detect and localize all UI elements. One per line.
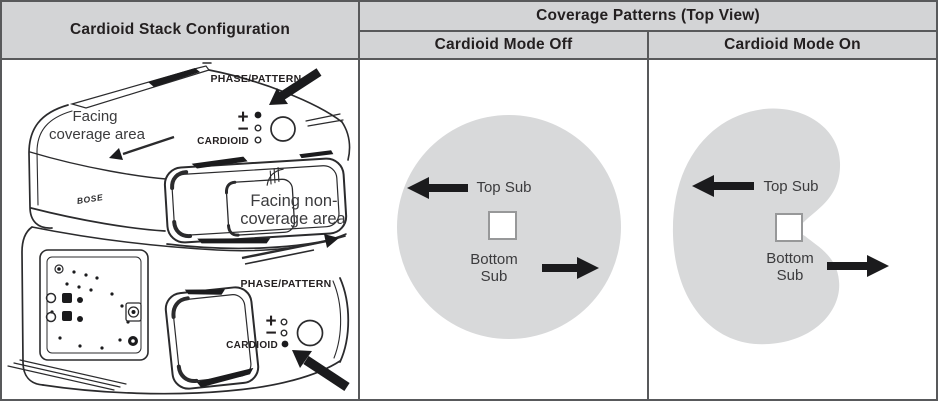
top-sub-direction-arrow-off [407,177,468,199]
facing-coverage-annotation: Facing coverage area [49,108,175,160]
facing-non-coverage-line1: Facing non- [250,192,337,210]
header-stack-label: Cardioid Stack Configuration [69,21,291,38]
facing-non-coverage-arrow [324,234,339,248]
pattern-on-svg: Top Sub Bottom Sub [672,108,889,345]
coverage-pattern-on-diagram: Top Sub Bottom Sub [649,60,936,399]
facing-non-coverage-line2: coverage area [240,210,346,228]
bose-logo: BOSE [76,192,104,206]
stack-configuration-diagram: BOSE [2,60,360,399]
top-subwoofer-drawing: BOSE [28,62,351,244]
header-cardioid-stack-configuration: Cardioid Stack Configuration [2,2,360,60]
header-coverage-label: Coverage Patterns (Top View) [536,7,760,24]
top-led-plus-on [254,111,262,119]
bottom-sub-label-on-line1: Bottom [766,250,814,267]
bottom-plus-label: + [265,311,276,332]
bottom-subwoofer-drawing [7,226,350,395]
facing-coverage-line1: Facing [72,108,117,125]
top-led-cardioid-off [254,136,262,144]
facing-non-coverage-annotation: Facing non- coverage area [240,192,347,265]
top-cardioid-label: CARDIOID [197,136,249,147]
top-minus-label: − [237,119,248,140]
top-plus-label: + [237,107,248,128]
pointer-arrow-bottom-panel [303,356,350,391]
bottom-phase-pattern-label: PHASE/PATTERN [240,278,331,290]
header-mode-off-label: Cardioid Mode Off [434,36,573,53]
stack-position-marker-off [488,211,517,240]
top-sub-label-off: Top Sub [476,179,531,196]
bottom-led-minus-off [280,329,288,337]
stack-diagram-svg: BOSE [7,62,351,395]
bottom-sub-label-off-line2: Sub [481,268,508,285]
bottom-sub-grille-frame [164,286,260,390]
top-sub-direction-arrow-on [692,175,754,197]
top-phase-pattern-label: PHASE/PATTERN [210,73,301,85]
bottom-sub-direction-arrow-off [542,257,599,279]
header-coverage-patterns: Coverage Patterns (Top View) [360,2,936,32]
amp-connector-panel [39,249,149,361]
bottom-sub-label-on-line2: Sub [777,267,804,284]
header-cardioid-mode-off: Cardioid Mode Off [360,32,649,60]
facing-coverage-line2: coverage area [49,126,146,143]
bottom-minus-label: − [265,323,276,344]
pointer-arrow-top-panel [279,68,322,100]
pattern-off-svg: Top Sub Bottom Sub [397,115,621,339]
bottom-led-plus-off [280,318,288,326]
top-led-minus-off [254,124,262,132]
bottom-sub-control-panel: PHASE/PATTERN + − CARDIOID [226,278,350,391]
top-sub-label-on: Top Sub [763,178,818,195]
bottom-led-cardioid-on [281,340,289,348]
bottom-cardioid-label: CARDIOID [226,340,278,351]
bottom-sub-direction-arrow-on [827,255,889,277]
top-phase-pattern-button [270,116,296,142]
stack-position-marker-on [775,213,803,242]
bottom-phase-pattern-button [296,319,324,347]
top-sub-port-frame [163,150,348,244]
header-cardioid-mode-on: Cardioid Mode On [649,32,936,60]
cardioid-coverage-shape [672,108,841,345]
coverage-pattern-off-diagram: Top Sub Bottom Sub [360,60,649,399]
bottom-sub-label-off-line1: Bottom [470,251,518,268]
top-sub-control-panel: PHASE/PATTERN + − CARDIOID [197,68,322,147]
header-mode-on-label: Cardioid Mode On [724,36,861,53]
facing-coverage-arrow [109,148,123,160]
